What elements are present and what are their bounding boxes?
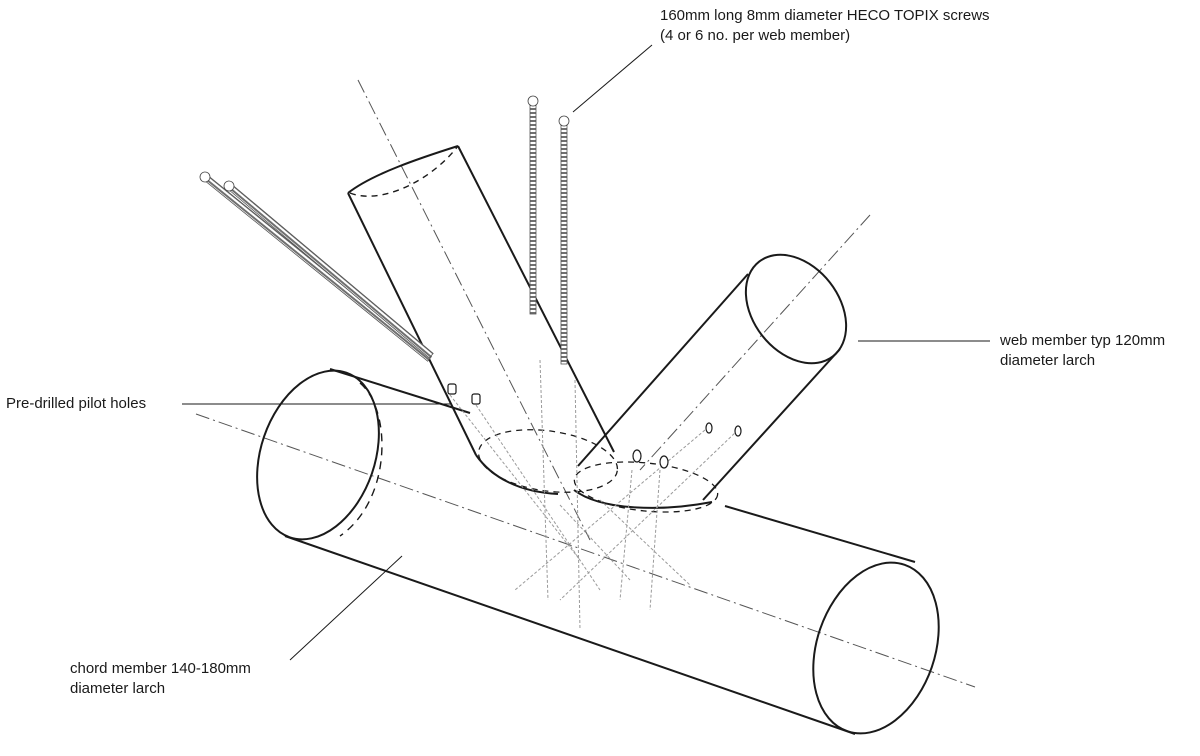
web-left-top-back	[349, 145, 459, 197]
screw-head	[223, 180, 235, 192]
center-lines	[195, 79, 976, 688]
chord-top-edge	[329, 368, 471, 414]
hidden-screw	[619, 469, 633, 601]
screw-head	[199, 171, 211, 183]
screws-callout-line2: (4 or 6 no. per web member)	[660, 27, 851, 44]
pilot-hole	[447, 383, 457, 395]
web-member-right	[573, 253, 848, 509]
hidden-screw	[449, 394, 581, 561]
hidden-screw	[514, 429, 706, 591]
chord-member-callout-line1: chord member 140-180mm	[70, 660, 251, 677]
chord-member-callout-line2: diameter larch	[70, 680, 166, 697]
screw-thread	[205, 176, 433, 362]
chord-top-edge-right	[724, 505, 916, 563]
web-left-axis	[357, 79, 591, 541]
hidden-screw	[559, 429, 739, 601]
screws-callout: 160mm long 8mm diameter HECO TOPIX screw…	[660, 6, 990, 46]
pilot-hole	[734, 425, 742, 437]
screws-leader	[572, 44, 653, 113]
right-web-contact	[573, 461, 719, 513]
hidden-interface	[477, 429, 719, 513]
web-member-callout-line1: web member typ 120mm	[1000, 332, 1166, 349]
chord-far-end	[812, 561, 940, 735]
screw-head	[558, 115, 570, 127]
screws-callout-line1: 160mm long 8mm diameter HECO TOPIX screw…	[660, 7, 990, 24]
pilot-hole	[705, 422, 713, 434]
screws	[199, 95, 570, 365]
screw-vertical-2	[558, 115, 570, 365]
chord-member-leader	[289, 555, 403, 661]
hidden-screw	[539, 359, 549, 601]
hidden-screw	[559, 504, 631, 581]
chord-hidden-end	[339, 382, 383, 537]
pilot-holes-callout-line1: Pre-drilled pilot holes	[6, 395, 147, 412]
pilot-holes-callout: Pre-drilled pilot holes	[6, 394, 146, 414]
screw-diagonal-1	[199, 171, 433, 362]
hidden-screws	[449, 359, 739, 631]
screw-thread	[560, 123, 568, 365]
chord-near-end	[256, 369, 380, 541]
web-member-callout-line2: diameter larch	[1000, 352, 1096, 369]
leader-lines	[182, 44, 990, 661]
pilot-hole	[471, 393, 481, 405]
hidden-screw	[574, 379, 581, 631]
pilot-hole	[632, 449, 642, 463]
screw-thread	[229, 185, 434, 359]
web-left-foot	[475, 454, 559, 495]
chord-member-callout: chord member 140-180mm diameter larch	[70, 659, 251, 699]
screw-head	[527, 95, 539, 107]
left-web-contact	[477, 429, 619, 493]
hidden-screw	[475, 404, 601, 591]
web-right-left-edge	[577, 273, 749, 467]
web-right-axis	[639, 214, 871, 471]
web-member-callout: web member typ 120mm diameter larch	[1000, 331, 1165, 371]
chord-member	[256, 368, 940, 735]
web-right-top-end	[744, 253, 848, 365]
pilot-holes	[447, 383, 742, 469]
hidden-screw	[599, 499, 691, 586]
screw-vertical-1	[527, 95, 539, 315]
chord-bottom-edge	[284, 535, 856, 735]
web-left-outer-edge	[347, 192, 477, 456]
chord-axis	[195, 413, 976, 688]
screw-diagonal-2	[223, 180, 434, 359]
hidden-screw	[649, 469, 661, 611]
screw-thread	[529, 103, 537, 315]
web-left-top-front	[347, 145, 459, 194]
pilot-hole	[659, 455, 669, 469]
web-right-right-edge	[702, 348, 841, 501]
web-right-foot	[573, 489, 713, 509]
